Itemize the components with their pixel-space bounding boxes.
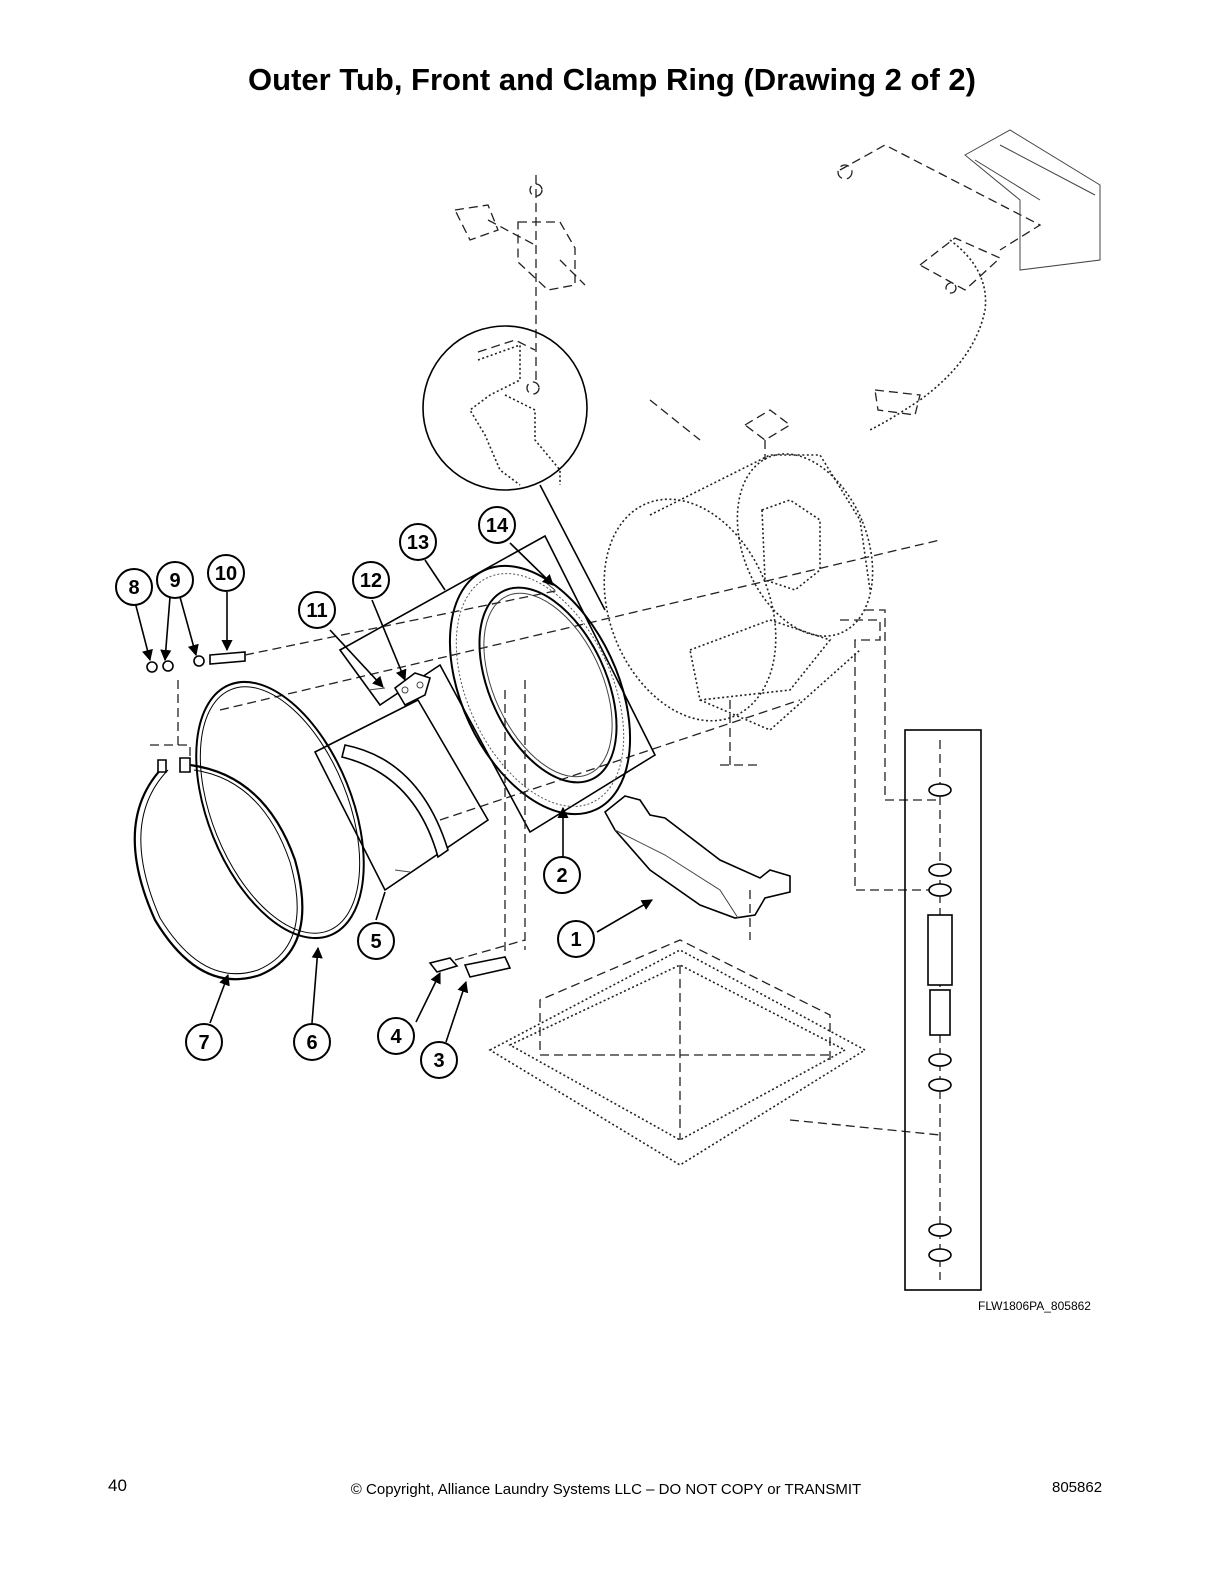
svg-text:9: 9 bbox=[169, 570, 180, 592]
callout-11: 11 bbox=[298, 591, 336, 629]
callout-2: 2 bbox=[543, 856, 581, 894]
svg-text:6: 6 bbox=[306, 1032, 317, 1054]
callout-6: 6 bbox=[293, 1023, 331, 1061]
callout-13: 13 bbox=[399, 523, 437, 561]
callout-12: 12 bbox=[352, 561, 390, 599]
upper-mount-bracket bbox=[454, 175, 586, 380]
callout-8: 8 bbox=[115, 568, 153, 606]
svg-text:5: 5 bbox=[370, 931, 381, 953]
leader-lines bbox=[134, 542, 653, 1043]
callout-14: 14 bbox=[478, 506, 516, 544]
copyright-notice: © Copyright, Alliance Laundry Systems LL… bbox=[350, 1481, 862, 1498]
svg-text:7: 7 bbox=[198, 1032, 209, 1054]
detail-magnifier bbox=[422, 325, 606, 611]
drawing-id: FLW1806PA_805862 bbox=[978, 1299, 1091, 1313]
svg-text:2: 2 bbox=[556, 865, 567, 887]
svg-text:14: 14 bbox=[486, 515, 509, 537]
outer-tub bbox=[219, 399, 941, 891]
callout-3: 3 bbox=[420, 1041, 458, 1079]
part-5-box bbox=[313, 698, 490, 892]
callout-7: 7 bbox=[185, 1023, 223, 1061]
base-frame bbox=[488, 939, 941, 1166]
svg-text:1: 1 bbox=[570, 929, 581, 951]
callout-5: 5 bbox=[357, 922, 395, 960]
hardware-8-9-10 bbox=[146, 589, 561, 673]
page-title: Outer Tub, Front and Clamp Ring (Drawing… bbox=[248, 62, 976, 97]
part-1-bracket bbox=[603, 795, 791, 940]
page-number: 40 bbox=[108, 1476, 127, 1495]
part-7-clamp-ring bbox=[133, 680, 304, 981]
callout-10: 10 bbox=[207, 554, 245, 592]
svg-text:11: 11 bbox=[306, 600, 327, 622]
document-number: 805862 bbox=[1052, 1479, 1103, 1496]
part-2-front-ring bbox=[448, 564, 632, 816]
rear-wire-harness bbox=[837, 129, 1101, 431]
svg-text:8: 8 bbox=[128, 577, 139, 599]
svg-text:4: 4 bbox=[390, 1026, 402, 1048]
kit-box-13 bbox=[338, 534, 657, 834]
part-6-ring bbox=[195, 680, 365, 940]
callout-4: 4 bbox=[377, 1017, 415, 1055]
callout-1: 1 bbox=[557, 920, 595, 958]
callout-9: 9 bbox=[156, 561, 194, 599]
svg-text:12: 12 bbox=[360, 570, 382, 592]
svg-text:13: 13 bbox=[407, 532, 429, 554]
suspension-strut-box bbox=[904, 729, 982, 1291]
svg-text:10: 10 bbox=[215, 563, 237, 585]
svg-text:3: 3 bbox=[433, 1050, 444, 1072]
parts-3-4 bbox=[428, 680, 526, 978]
